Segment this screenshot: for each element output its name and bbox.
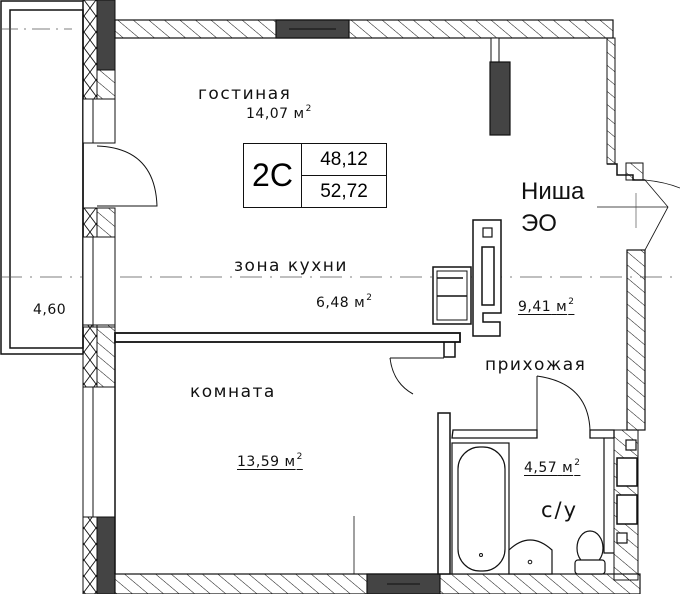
toilet — [574, 530, 606, 575]
bathroom-walls — [451, 375, 638, 554]
room-area-bedroom: 13,59 м2 — [237, 452, 303, 470]
balcony — [0, 0, 680, 355]
room-area-living: 14,07 м2 — [246, 104, 312, 122]
living-area-value: 48,12 — [302, 144, 386, 176]
room-label-kitchen: зона кухни — [231, 256, 351, 276]
kitchen-stove — [432, 266, 472, 325]
left-wall — [82, 0, 158, 594]
room-label-bathroom: с/у — [541, 498, 579, 522]
room-area-bathroom: 4,57 м2 — [524, 458, 581, 476]
bathtub — [451, 442, 510, 575]
room-area-kitchen: 6,48 м2 — [316, 293, 373, 311]
room-label-niche: Ниша ЭО — [521, 178, 585, 237]
bottom-wall — [114, 516, 641, 594]
room-label-bedroom: комната — [190, 382, 276, 402]
apartment-badge: 2С 48,12 52,72 — [243, 143, 387, 208]
total-area-value: 52,72 — [320, 180, 368, 202]
room-label-living: гостиная — [198, 84, 292, 104]
top-wall — [114, 19, 614, 136]
room-partition — [114, 332, 461, 575]
sink — [508, 539, 553, 575]
room-area-hallway: 9,41 м2 — [518, 297, 575, 315]
balcony-width: 4,60 — [33, 302, 67, 318]
right-wall — [597, 37, 680, 581]
room-label-hallway: прихожая — [485, 355, 587, 375]
apartment-type: 2С — [244, 144, 302, 207]
kitchen-riser — [472, 219, 502, 337]
